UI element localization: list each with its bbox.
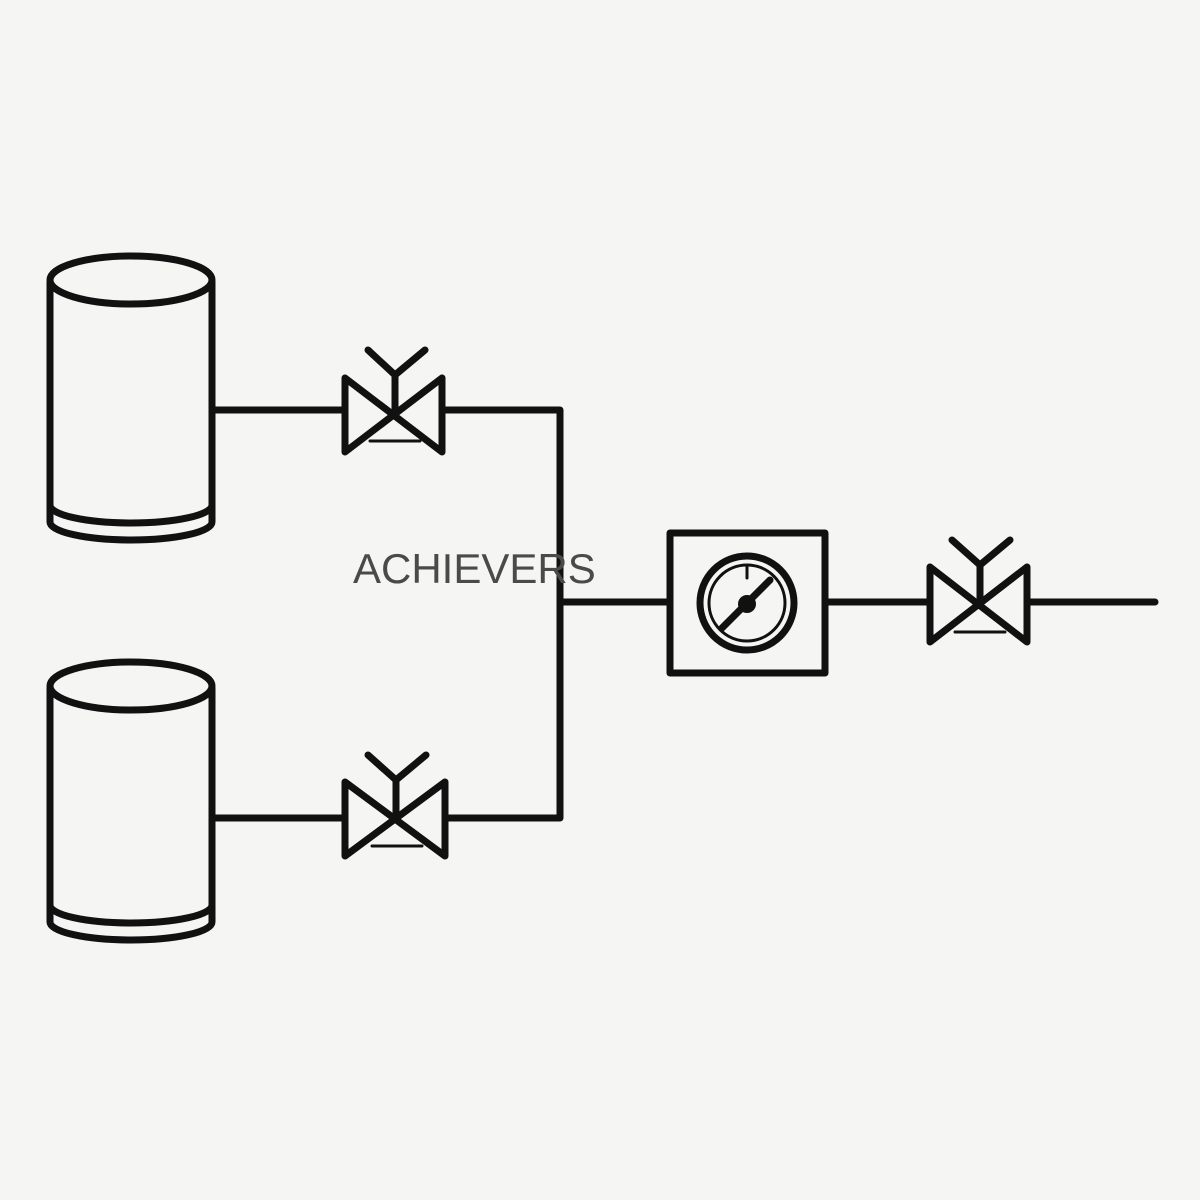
pipe-top-valve-to-manifold — [441, 406, 564, 606]
valve-top-icon — [341, 346, 446, 456]
tank-top-icon — [46, 252, 216, 544]
watermark-text: ACHIEVERS — [353, 545, 596, 592]
valve-outlet-icon — [926, 536, 1031, 646]
pipe-network — [208, 406, 1159, 822]
tank-bottom-icon — [46, 658, 216, 944]
pipe-bottom-valve-to-manifold — [441, 598, 564, 822]
valve-bottom-icon — [341, 751, 449, 860]
pressure-gauge-icon — [666, 529, 829, 677]
